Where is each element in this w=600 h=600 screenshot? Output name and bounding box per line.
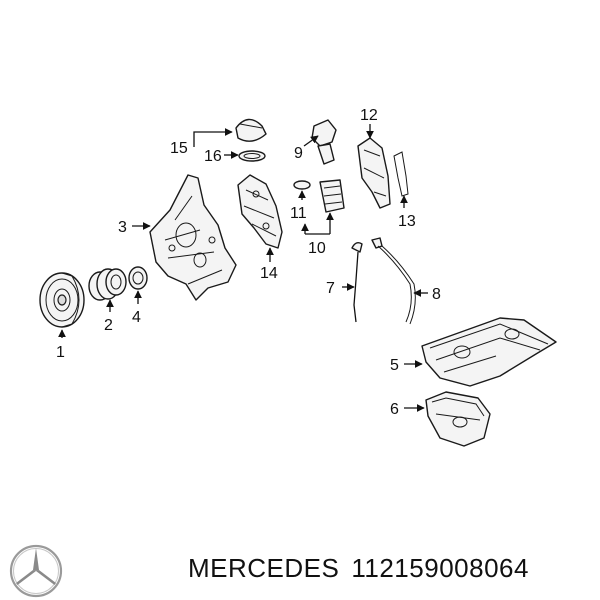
svg-text:11: 11 [290, 205, 307, 222]
cap-seal-ring [238, 150, 266, 162]
brand-name: MERCEDES [188, 553, 340, 583]
callout-5: 5 [390, 357, 423, 374]
svg-text:14: 14 [260, 265, 278, 282]
svg-text:4: 4 [132, 309, 141, 326]
crankshaft-pulley [39, 272, 85, 328]
timing-cover [149, 174, 237, 301]
svg-text:13: 13 [398, 213, 416, 230]
callout-13: 13 [398, 195, 416, 230]
svg-text:8: 8 [432, 286, 441, 303]
oil-filter-cap [311, 119, 337, 165]
svg-text:12: 12 [360, 107, 378, 124]
svg-text:16: 16 [204, 148, 222, 165]
mercedes-star-logo [9, 544, 63, 598]
svg-text:15: 15 [170, 140, 188, 157]
svg-text:1: 1 [56, 344, 65, 361]
brand-line: MERCEDES 112159008064 [188, 553, 541, 584]
svg-text:7: 7 [326, 280, 335, 297]
svg-text:5: 5 [390, 357, 399, 374]
filter-o-ring [293, 180, 311, 190]
vibration-damper [88, 268, 127, 301]
callout-1: 1 [56, 329, 66, 361]
callout-9: 9 [294, 135, 319, 162]
callout-6: 6 [390, 401, 425, 418]
svg-text:6: 6 [390, 401, 399, 418]
callout-11: 11 [290, 190, 307, 222]
callout-3: 3 [118, 219, 151, 236]
svg-text:9: 9 [294, 145, 303, 162]
brand-footer [0, 530, 600, 600]
dipstick-tube [371, 237, 416, 325]
callout-16: 16 [204, 148, 239, 165]
upper-oil-pan [421, 317, 557, 387]
svg-text:10: 10 [308, 240, 326, 257]
callout-7: 7 [326, 280, 355, 297]
oil-filter-housing [357, 137, 391, 209]
svg-text:2: 2 [104, 317, 113, 334]
front-seal [128, 266, 148, 290]
lower-oil-pan [425, 391, 491, 447]
dipstick [351, 241, 363, 323]
callout-15: 15 [170, 128, 233, 157]
callout-10: 10 [301, 212, 334, 257]
part-number: 112159008064 [351, 553, 529, 583]
callout-8: 8 [413, 286, 441, 303]
svg-text:3: 3 [118, 219, 127, 236]
intermediate-cover [237, 174, 283, 249]
housing-gasket [393, 151, 409, 197]
oil-filler-cap [235, 118, 267, 142]
callout-4: 4 [132, 290, 142, 326]
callout-12: 12 [360, 107, 378, 139]
callout-2: 2 [104, 299, 114, 334]
oil-filter-element [319, 179, 345, 213]
callout-14: 14 [260, 247, 278, 282]
